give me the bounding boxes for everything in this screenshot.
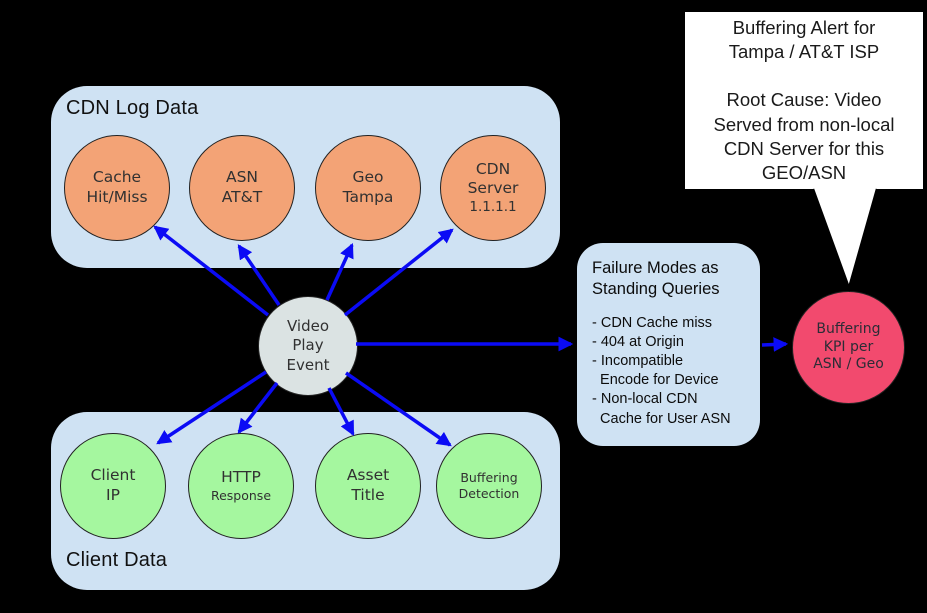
node-label: Tampa: [342, 188, 394, 206]
node-label: Video: [286, 317, 330, 336]
node-label: Buffering: [816, 320, 881, 337]
alert-callout-bubble: Buffering Alert for Tampa / AT&T ISP Roo…: [683, 10, 925, 191]
node-label: IP: [106, 486, 120, 504]
callout-line: Served from non-local: [713, 113, 895, 135]
failure-mode-item: Encode for Device: [592, 372, 719, 389]
arrow-to-buffering-kpi: [761, 337, 789, 352]
callout-line: [685, 64, 923, 88]
node-cdn-server: CDN Server 1.1.1.1: [440, 135, 546, 241]
node-label: Response: [210, 487, 272, 503]
callout-line: CDN Server for this: [723, 137, 885, 159]
failure-mode-item: Cache for User ASN: [592, 410, 731, 427]
failure-modes-title-line: Failure Modes as: [592, 259, 719, 277]
node-http-response: HTTP Response: [188, 433, 294, 539]
failure-mode-item: - Incompatible: [592, 353, 684, 370]
node-video-play-event: Video Play Event: [258, 296, 358, 396]
callout-line: Root Cause: Video: [726, 89, 882, 111]
node-label: AT&T: [221, 188, 263, 206]
node-client-ip: Client IP: [60, 433, 166, 539]
callout-tail: [811, 188, 879, 293]
node-label: Cache: [92, 168, 142, 187]
node-geo-tampa: Geo Tampa: [315, 135, 421, 241]
node-label: Title: [351, 486, 385, 504]
callout-line: Buffering Alert for: [732, 17, 876, 39]
node-label: ASN: [225, 168, 259, 187]
node-label: 1.1.1.1: [469, 199, 517, 216]
failure-modes-title: Failure Modes as Standing Queries: [592, 258, 760, 301]
node-buffering-detection: Buffering Detection: [436, 433, 542, 539]
node-label: KPI per: [823, 338, 874, 355]
node-label: Server: [467, 179, 519, 198]
node-label: Detection: [458, 486, 520, 501]
node-label: Asset: [346, 466, 390, 485]
failure-mode-item: - CDN Cache miss: [592, 314, 713, 331]
cdn-log-data-title: CDN Log Data: [66, 97, 199, 119]
node-label: Hit/Miss: [86, 188, 148, 206]
failure-mode-item: - Non-local CDN: [592, 391, 698, 408]
callout-line: Tampa / AT&T ISP: [728, 41, 880, 63]
node-asn-att: ASN AT&T: [189, 135, 295, 241]
node-label: HTTP: [221, 468, 261, 487]
node-cache-hit-miss: Cache Hit/Miss: [64, 135, 170, 241]
node-label: Geo: [352, 168, 384, 187]
failure-modes-box: Failure Modes as Standing Queries - CDN …: [577, 243, 760, 446]
node-asset-title: Asset Title: [315, 433, 421, 539]
failure-modes-title-line: Standing Queries: [592, 280, 720, 299]
node-label: ASN / Geo: [813, 356, 884, 373]
client-data-title: Client Data: [66, 549, 168, 571]
callout-line: GEO/ASN: [761, 161, 847, 183]
node-label: Client: [90, 466, 136, 485]
node-label: CDN: [475, 159, 511, 178]
node-label: Play: [292, 336, 324, 355]
failure-mode-item: - 404 at Origin: [592, 334, 684, 350]
node-label: Event: [286, 355, 330, 374]
node-label: Buffering: [460, 470, 518, 485]
node-buffering-kpi: Buffering KPI per ASN / Geo: [792, 291, 905, 404]
